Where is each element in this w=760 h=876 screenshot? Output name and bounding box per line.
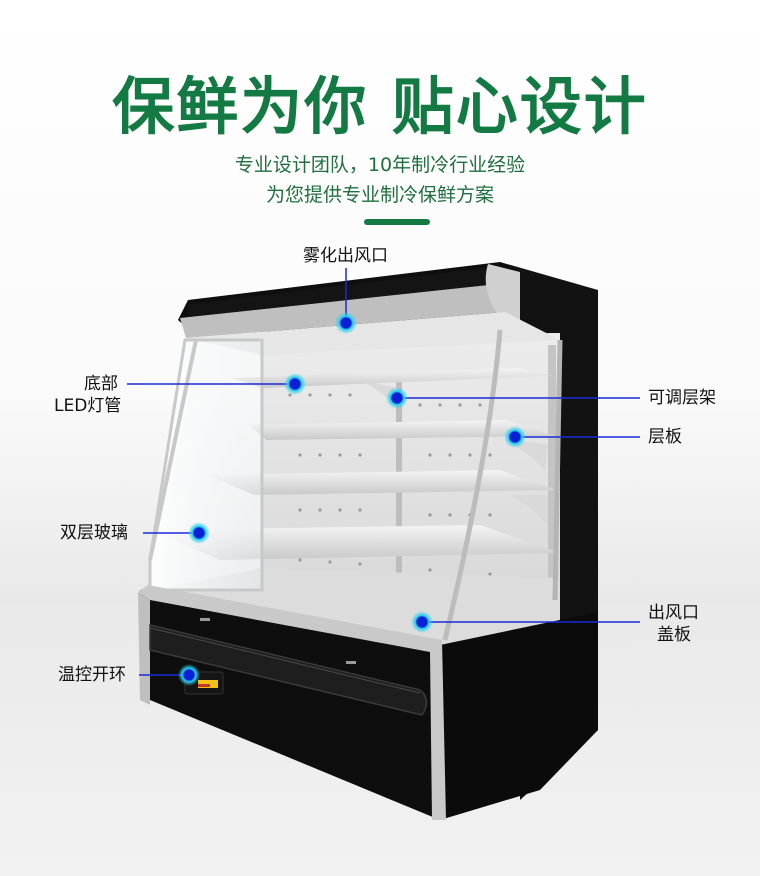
label-bottom-led: 底部 LED灯管: [54, 373, 122, 417]
label-outlet-cover-line2: 盖板: [657, 625, 691, 645]
label-temp-switch: 温控开环: [58, 665, 126, 685]
label-double-glass: 双层玻璃: [60, 523, 128, 543]
label-bottom-led-line2: LED灯管: [54, 396, 122, 416]
dot-outlet-cover: [411, 611, 433, 633]
shelf-1: [232, 368, 552, 388]
subtitle-line-1: 专业设计团队，10年制冷行业经验: [234, 154, 526, 176]
shelf-2: [250, 420, 555, 440]
dot-led: [284, 373, 306, 395]
label-shelf: 层板: [648, 427, 682, 447]
dot-mist-outlet: [335, 312, 357, 334]
glass-side: [148, 338, 264, 592]
callout-lines: [127, 268, 640, 676]
dot-double-glass: [188, 522, 210, 544]
page-title: 保鲜为你 贴心设计: [112, 70, 648, 143]
dot-adjustable-shelf: [386, 387, 408, 409]
label-mist-outlet: 雾化出风口: [303, 246, 388, 266]
label-adjustable-shelf: 可调层架: [648, 388, 716, 408]
dot-temp-switch: [178, 664, 200, 686]
subtitle-line-2: 为您提供专业制冷保鲜方案: [265, 184, 494, 206]
label-outlet-cover: 出风口 盖板: [648, 602, 699, 646]
title-divider: [364, 219, 430, 225]
dot-shelf: [504, 426, 526, 448]
shelf-3: [208, 470, 556, 495]
label-bottom-led-line1: 底部: [84, 374, 118, 394]
callout-dots: [178, 312, 526, 686]
label-outlet-cover-line1: 出风口: [648, 603, 699, 623]
